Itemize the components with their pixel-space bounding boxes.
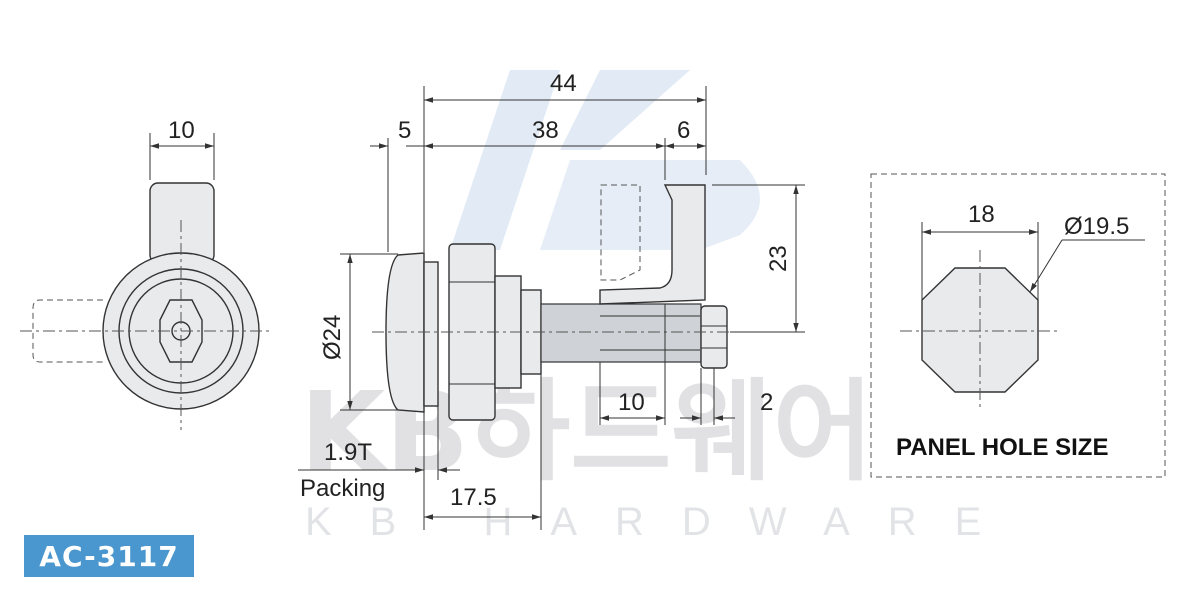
side-view: 44 5 38 6 23 Ø24 10 2 xyxy=(298,70,805,530)
dim-hole-diameter: Ø19.5 xyxy=(1064,213,1129,240)
model-badge: AC-3117 xyxy=(24,535,194,577)
dim-diameter: Ø24 xyxy=(319,315,346,360)
dim-packing-label: Packing xyxy=(300,475,385,502)
dim-body-length: 38 xyxy=(532,117,559,144)
side-gasket xyxy=(423,261,439,407)
dim-panel-offset: 17.5 xyxy=(450,484,497,511)
side-end-nut xyxy=(700,305,728,369)
front-view: 10 xyxy=(20,117,272,430)
watermark-sub-text: KB HARDWARE xyxy=(305,500,1019,544)
dim-overall-length: 44 xyxy=(550,70,577,97)
front-cam-rotated xyxy=(32,299,103,363)
dim-shaft-10: 10 xyxy=(618,389,645,416)
dim-cam-height: 23 xyxy=(765,245,792,272)
dim-nut-2: 2 xyxy=(760,389,773,416)
watermark-logo-k xyxy=(450,70,560,250)
side-cam-rotated xyxy=(600,184,641,281)
watermark-main-text: KB하드웨어 xyxy=(300,368,874,496)
panel-hole-frame xyxy=(870,173,1166,478)
watermark-logo-k-arm xyxy=(560,70,690,150)
panel-hole-label: PANEL HOLE SIZE xyxy=(896,434,1108,461)
dim-flange: 5 xyxy=(398,117,411,144)
side-shaft xyxy=(540,303,702,363)
shaft-thread xyxy=(600,315,700,351)
side-cam xyxy=(599,184,706,305)
watermark-logo-b xyxy=(540,160,760,250)
dim-front-width: 10 xyxy=(168,117,195,144)
panel-hole: 18 Ø19.5 PANEL HOLE SIZE xyxy=(870,173,1166,478)
front-cam xyxy=(149,182,215,264)
dim-packing-thickness: 1.9T xyxy=(324,439,372,466)
dim-hole-width: 18 xyxy=(968,201,995,228)
dim-cam-thickness: 6 xyxy=(677,117,690,144)
